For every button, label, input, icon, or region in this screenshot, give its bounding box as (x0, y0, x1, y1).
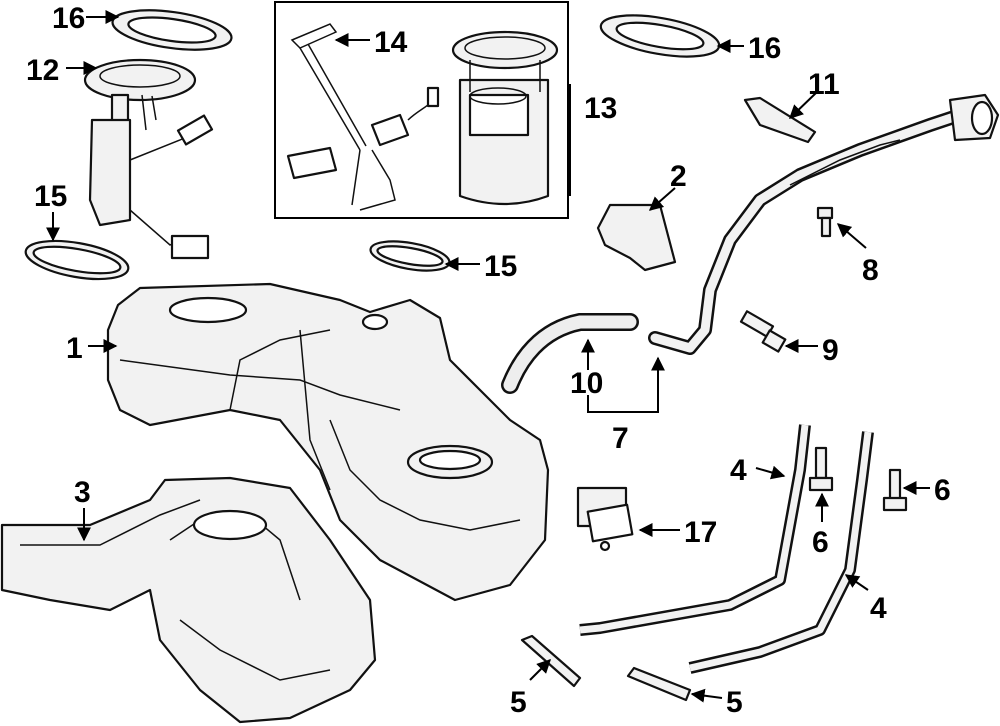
callout-7: 7 (612, 422, 629, 455)
callout-16a: 16 (52, 2, 85, 35)
callout-15b: 15 (484, 250, 517, 283)
heat-shield-part (0, 476, 377, 724)
pressure-valve-part (576, 486, 634, 552)
strap-left-part (579, 424, 811, 636)
callout-4b: 4 (870, 592, 887, 625)
callout-8: 8 (862, 254, 879, 287)
callout-15a: 15 (34, 180, 67, 213)
leader-4b (844, 574, 869, 591)
fuel-sender-unit-part (83, 58, 214, 260)
leader-5a (529, 659, 551, 681)
callout-11: 11 (808, 68, 840, 101)
seal-left-inner (32, 245, 122, 275)
fuel-level-sender-part (286, 23, 440, 211)
filler-hose-part (501, 313, 639, 394)
callout-10: 10 (570, 367, 603, 400)
callout-4a: 4 (730, 454, 747, 487)
lock-ring-left-part (111, 9, 233, 51)
callout-14: 14 (374, 26, 408, 59)
callout-13: 13 (584, 92, 617, 125)
seal-right-inner (376, 245, 444, 267)
insulator-right-part (626, 666, 692, 702)
bolt-8-part (816, 206, 834, 238)
callout-2: 2 (670, 160, 687, 193)
lock-ring-right-part (599, 14, 721, 58)
bolt-9-part (739, 310, 787, 353)
callout-6b: 6 (934, 474, 951, 507)
callout-5a: 5 (510, 686, 527, 719)
insulator-left-part (520, 634, 582, 688)
callout-3: 3 (74, 476, 91, 509)
fuel-tank-part (106, 282, 550, 602)
filler-pipe-part (648, 93, 1000, 355)
inset-frame (274, 1, 569, 219)
callout-9: 9 (822, 334, 839, 367)
leader-5b (690, 688, 723, 703)
filler-shield-part (596, 203, 677, 272)
strap-right-part (688, 431, 874, 674)
leader-4a (755, 465, 786, 480)
callout-12: 12 (26, 54, 59, 87)
leader-11 (788, 91, 818, 119)
vent-tube-part (743, 96, 817, 144)
callout-1: 1 (66, 332, 83, 365)
callout-6a: 6 (812, 526, 829, 559)
leader-8 (836, 223, 867, 249)
fuel-pump-module-part (451, 30, 559, 206)
bolt-6-right-part (882, 468, 908, 512)
callout-5b: 5 (726, 686, 743, 719)
leader-2 (648, 187, 676, 211)
bolt-6-left-part (808, 446, 834, 492)
callout-17: 17 (684, 516, 717, 549)
leader-7-bracket (587, 395, 659, 413)
callout-16b: 16 (748, 32, 781, 65)
